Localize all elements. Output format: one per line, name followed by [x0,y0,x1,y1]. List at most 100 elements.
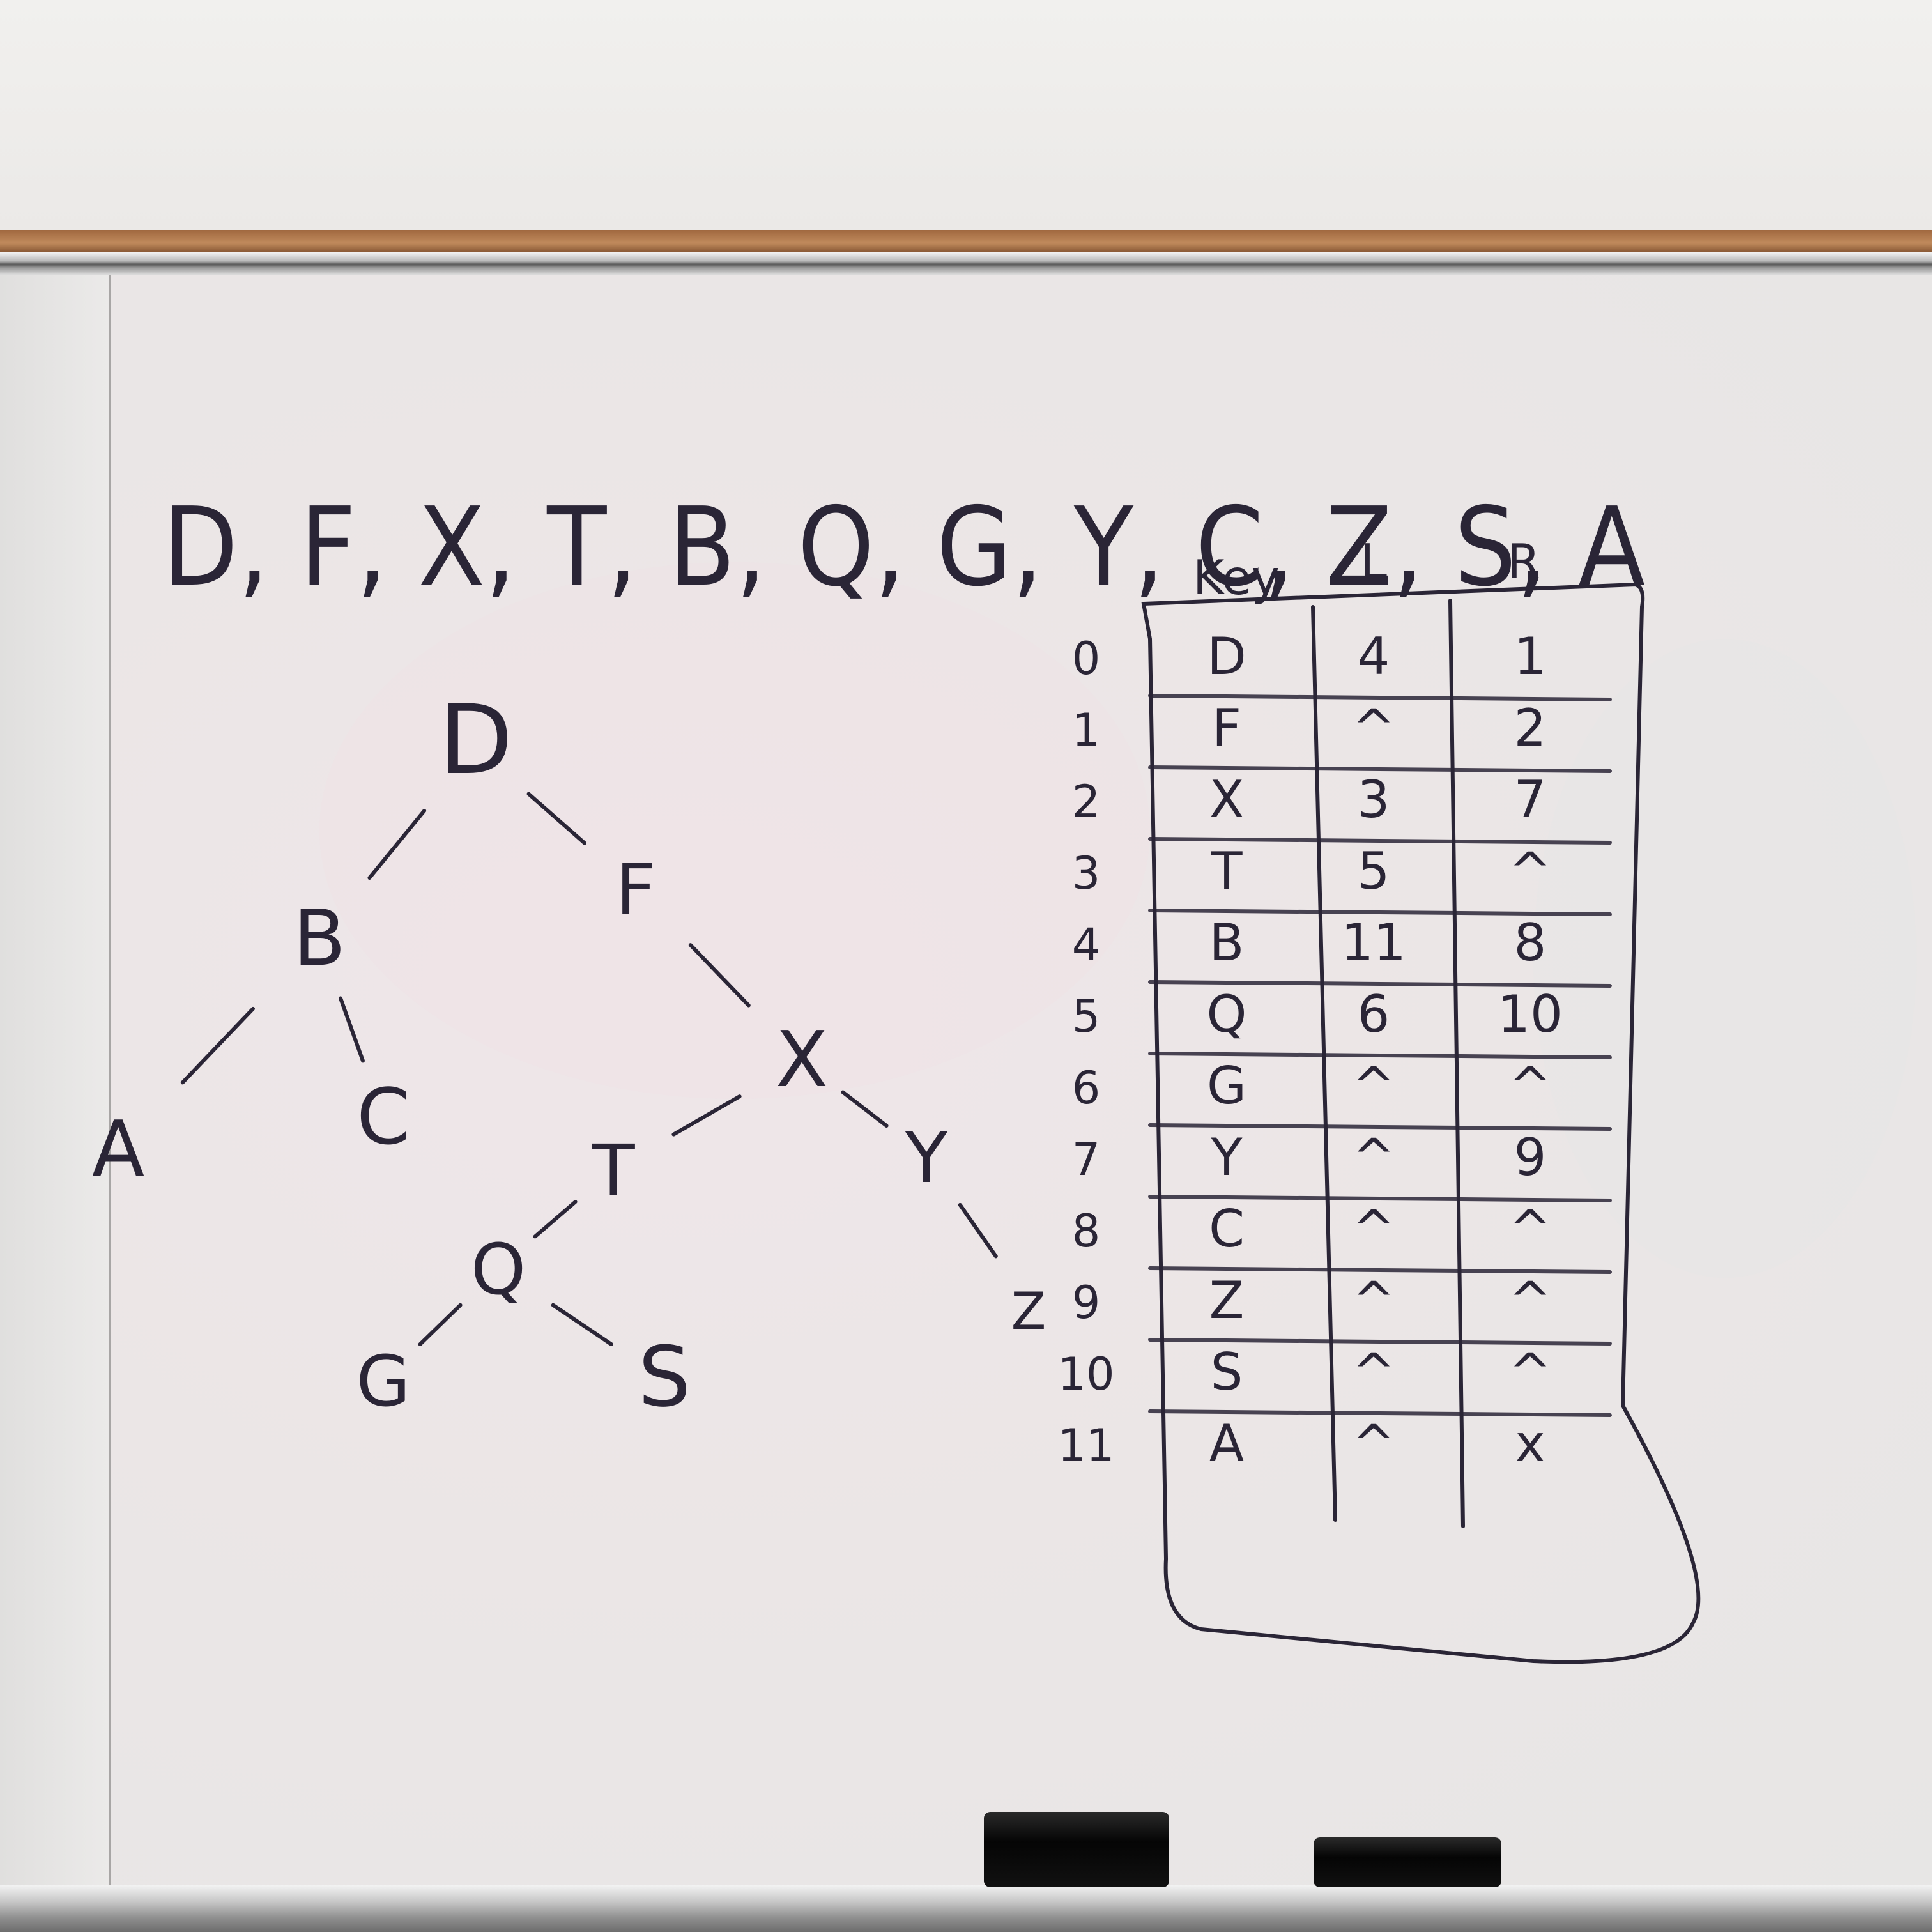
row-key: T [1211,841,1243,901]
table-header-right: R [1507,533,1540,590]
tree-node-X: X [776,1016,828,1105]
row-index: 1 [1072,704,1101,756]
table-row-divider [1148,694,1612,702]
eraser[interactable] [1314,1837,1501,1887]
table-row-divider [1148,980,1612,988]
row-key: X [1209,770,1245,829]
table-row: 3 T 5 ^ [1072,841,1552,901]
row-key: D [1207,627,1246,686]
table-row: 8 C ^ ^ [1072,1199,1552,1259]
tree-edge-D-F [526,792,586,845]
row-key: C [1209,1199,1245,1259]
row-left: ^ [1352,1128,1395,1187]
row-index: 0 [1072,632,1101,685]
table-col-divider [1448,599,1465,1528]
row-key: S [1211,1342,1243,1402]
row-key: F [1212,698,1241,758]
row-left: ^ [1352,698,1395,758]
tree-edge-D-B [367,809,427,880]
table-row-divider [1148,1123,1612,1131]
table-border [1141,582,1701,1664]
tree-node-B: B [293,894,346,983]
row-index: 8 [1072,1205,1101,1257]
tree-edge-X-Y [841,1090,889,1128]
table-col-divider [1311,605,1337,1522]
row-key: A [1209,1414,1245,1473]
marker-tray [0,1885,1932,1932]
wall [0,0,1932,230]
row-right: ^ [1508,1056,1551,1116]
row-key: Y [1211,1128,1243,1187]
table-row: 0 D 4 1 [1072,627,1547,686]
row-index: 6 [1072,1062,1101,1114]
tree-node-Q: Q [471,1229,526,1310]
row-left: ^ [1352,1414,1395,1473]
row-left: ^ [1352,1056,1395,1116]
row-right: 7 [1514,770,1547,829]
tree-node-S: S [638,1328,691,1425]
table-row-divider [1148,1195,1612,1202]
row-right: 2 [1514,698,1547,758]
row-right: ^ [1508,841,1551,901]
row-key: G [1207,1056,1246,1116]
row-left: ^ [1352,1199,1395,1259]
table-row: 10 S ^ ^ [1057,1342,1551,1402]
tree-node-G: G [356,1340,410,1422]
row-left: 4 [1358,627,1390,686]
table-grid [1141,582,1701,1664]
metal-rail [0,252,1932,275]
wood-rail [0,230,1932,252]
row-key: B [1209,913,1245,972]
table-row-divider [1148,908,1612,916]
row-index: 9 [1072,1276,1101,1329]
row-right: ^ [1508,1342,1551,1402]
tree-edge-Q-G [418,1303,463,1346]
tree-node-F: F [615,848,656,930]
tree-node-A: A [92,1105,144,1194]
table-row-divider [1148,765,1612,773]
row-index: 3 [1072,847,1101,900]
table-row: 1 F ^ 2 [1072,698,1547,758]
table-row: 2 X 3 7 [1072,770,1547,829]
row-left: 5 [1358,841,1390,901]
whiteboard [0,275,1932,1885]
row-index: 5 [1072,990,1101,1043]
insertion-sequence: D, F, X, T, B, Q, G, Y, C, Z, S, A [163,484,1645,611]
row-right: ^ [1508,1199,1551,1259]
table-row: 6 G ^ ^ [1072,1056,1552,1116]
row-index: 4 [1072,919,1101,971]
row-left: 6 [1358,985,1390,1044]
board-frame-left [0,275,111,1885]
tree-edges [180,792,998,1346]
table-row-divider [1148,837,1612,845]
tree-node-Y: Y [904,1117,948,1199]
table-row-divider [1148,1409,1612,1417]
row-right: 1 [1514,627,1547,686]
table-header-key: Key [1193,549,1280,606]
table-row-divider [1148,1338,1612,1346]
row-left: ^ [1352,1342,1395,1402]
tree-node-C: C [356,1073,410,1162]
row-right: 9 [1514,1128,1547,1187]
row-index: 2 [1072,776,1101,828]
row-key: Q [1207,985,1247,1044]
row-left: 3 [1358,770,1390,829]
row-index: 10 [1057,1348,1114,1400]
row-right: ^ [1508,1271,1551,1330]
erased-residue [319,562,1917,1278]
tree-node-D: D [439,685,513,796]
row-right: 10 [1498,985,1563,1044]
eraser[interactable] [984,1812,1169,1887]
row-left: ^ [1352,1271,1395,1330]
table-header: Key L R [1193,533,1540,606]
table-row: 5 Q 6 10 [1072,985,1563,1044]
tree-edge-T-Q [533,1200,578,1239]
tree-node-T: T [591,1130,635,1211]
table-header-left: L [1360,533,1387,590]
